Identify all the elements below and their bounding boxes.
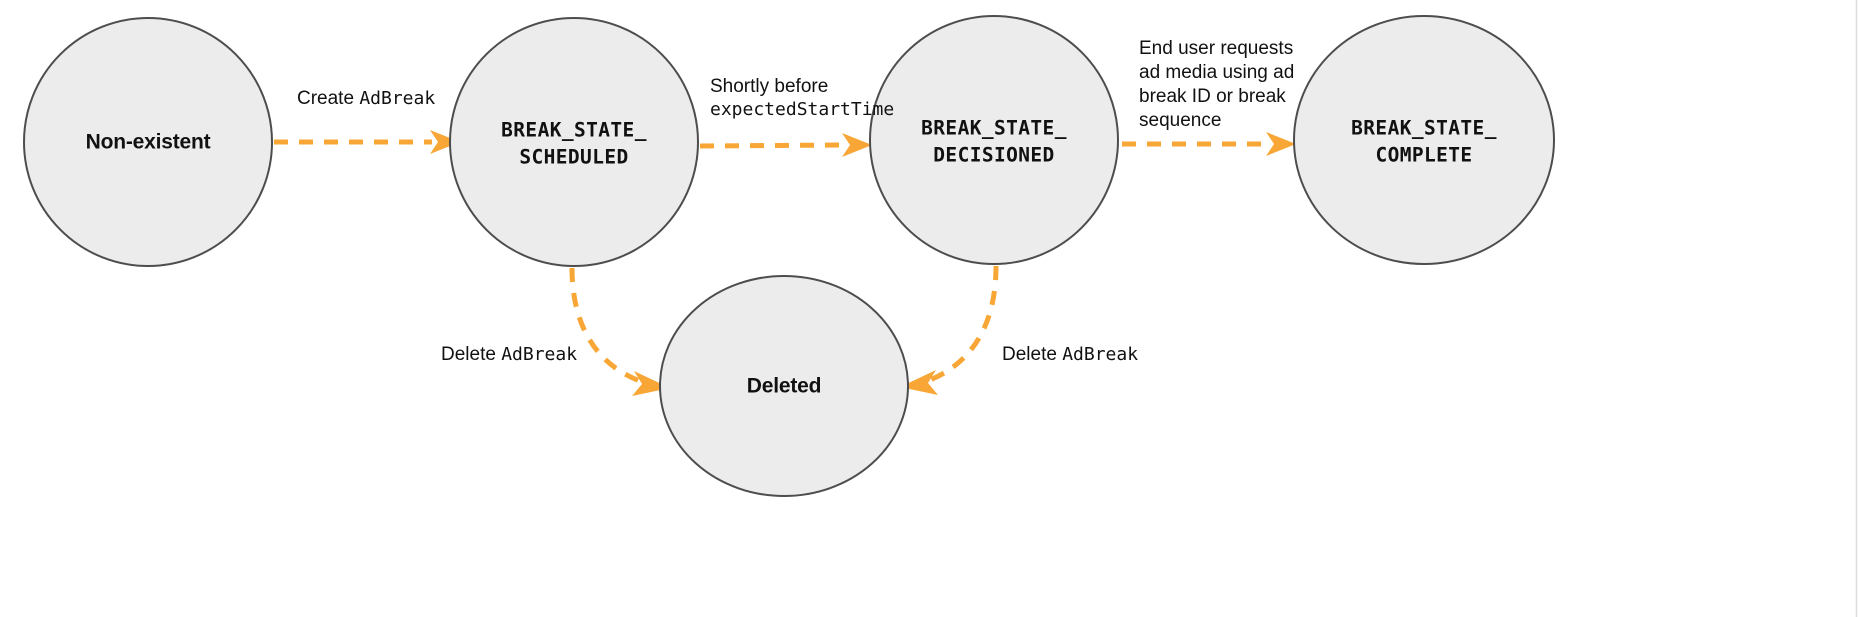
edge-scheduled-to-decisioned-arrowhead [842,133,872,157]
edge-scheduled-to-decisioned-line [699,142,845,149]
edge-create-adbreak [274,130,460,154]
node-break-state-scheduled[interactable]: BREAK_STATE_ SCHEDULED [449,17,699,267]
edge-label-end-user-line4: sequence [1139,110,1221,131]
edge-decisioned-to-deleted [900,265,999,395]
edge-label-decisioned-to-complete: End user requests ad media using ad brea… [1139,38,1294,131]
edge-scheduled-to-deleted-line [569,267,641,384]
edge-label-create-adbreak-word-create: Create [297,88,359,109]
edge-label-expected-start-time-line2: expectedStartTime [710,99,894,120]
node-break-state-decisioned-shape[interactable] [869,15,1119,265]
edge-decisioned-to-deleted-arrowhead [900,370,938,395]
edge-label-delete-adbreak-left-word-adbreak: AdBreak [501,344,577,365]
edge-decisioned-to-deleted-line [929,265,999,383]
node-non-existent-label: Non-existent [86,131,211,154]
edge-scheduled-to-decisioned [699,133,872,157]
edge-label-delete-adbreak-right-word-delete: Delete [1002,344,1062,365]
edge-scheduled-to-deleted [569,267,670,396]
edge-create-adbreak-arrowhead [430,130,460,154]
node-break-state-complete-shape[interactable] [1293,15,1555,265]
node-break-state-decisioned[interactable]: BREAK_STATE_ DECISIONED [869,15,1119,265]
edge-label-create-adbreak: Create AdBreak [297,88,435,109]
node-break-state-scheduled-label-line1: BREAK_STATE_ [501,119,647,142]
node-break-state-scheduled-label-line2: SCHEDULED [519,146,628,169]
edge-label-delete-adbreak-left-text: Delete AdBreak [441,344,577,365]
edge-decisioned-to-complete [1122,132,1296,156]
node-break-state-scheduled-shape[interactable] [449,17,699,267]
node-break-state-decisioned-label-line2: DECISIONED [933,144,1054,167]
edge-decisioned-to-complete-arrowhead [1266,132,1296,156]
node-deleted-label: Deleted [747,375,821,398]
edge-label-end-user-line2: ad media using ad [1139,62,1294,83]
edge-label-shortly-before-line1: Shortly before [710,76,828,97]
edge-label-create-adbreak-text: Create AdBreak [297,88,435,109]
edge-label-scheduled-to-deleted: Delete AdBreak [441,344,577,365]
edge-label-end-user-line1: End user requests [1139,38,1293,59]
node-deleted-shape[interactable] [659,275,909,497]
node-break-state-complete[interactable]: BREAK_STATE_ COMPLETE [1293,15,1555,265]
edge-label-delete-adbreak-right-word-adbreak: AdBreak [1062,344,1138,365]
node-break-state-complete-label-line1: BREAK_STATE_ [1351,117,1497,140]
node-non-existent-shape[interactable] [23,17,273,267]
edge-label-delete-adbreak-left-word-delete: Delete [441,344,501,365]
edge-label-decisioned-to-deleted: Delete AdBreak [1002,344,1138,365]
edge-label-scheduled-to-decisioned: Shortly before expectedStartTime [710,76,894,120]
node-deleted[interactable]: Deleted [659,275,909,497]
edge-label-delete-adbreak-right-text: Delete AdBreak [1002,344,1138,365]
edge-label-create-adbreak-word-adbreak: AdBreak [359,88,435,109]
node-break-state-complete-label-line2: COMPLETE [1375,144,1472,167]
node-non-existent[interactable]: Non-existent [23,17,273,267]
edge-label-end-user-line3: break ID or break [1139,86,1286,107]
node-break-state-decisioned-label-line1: BREAK_STATE_ [921,117,1067,140]
